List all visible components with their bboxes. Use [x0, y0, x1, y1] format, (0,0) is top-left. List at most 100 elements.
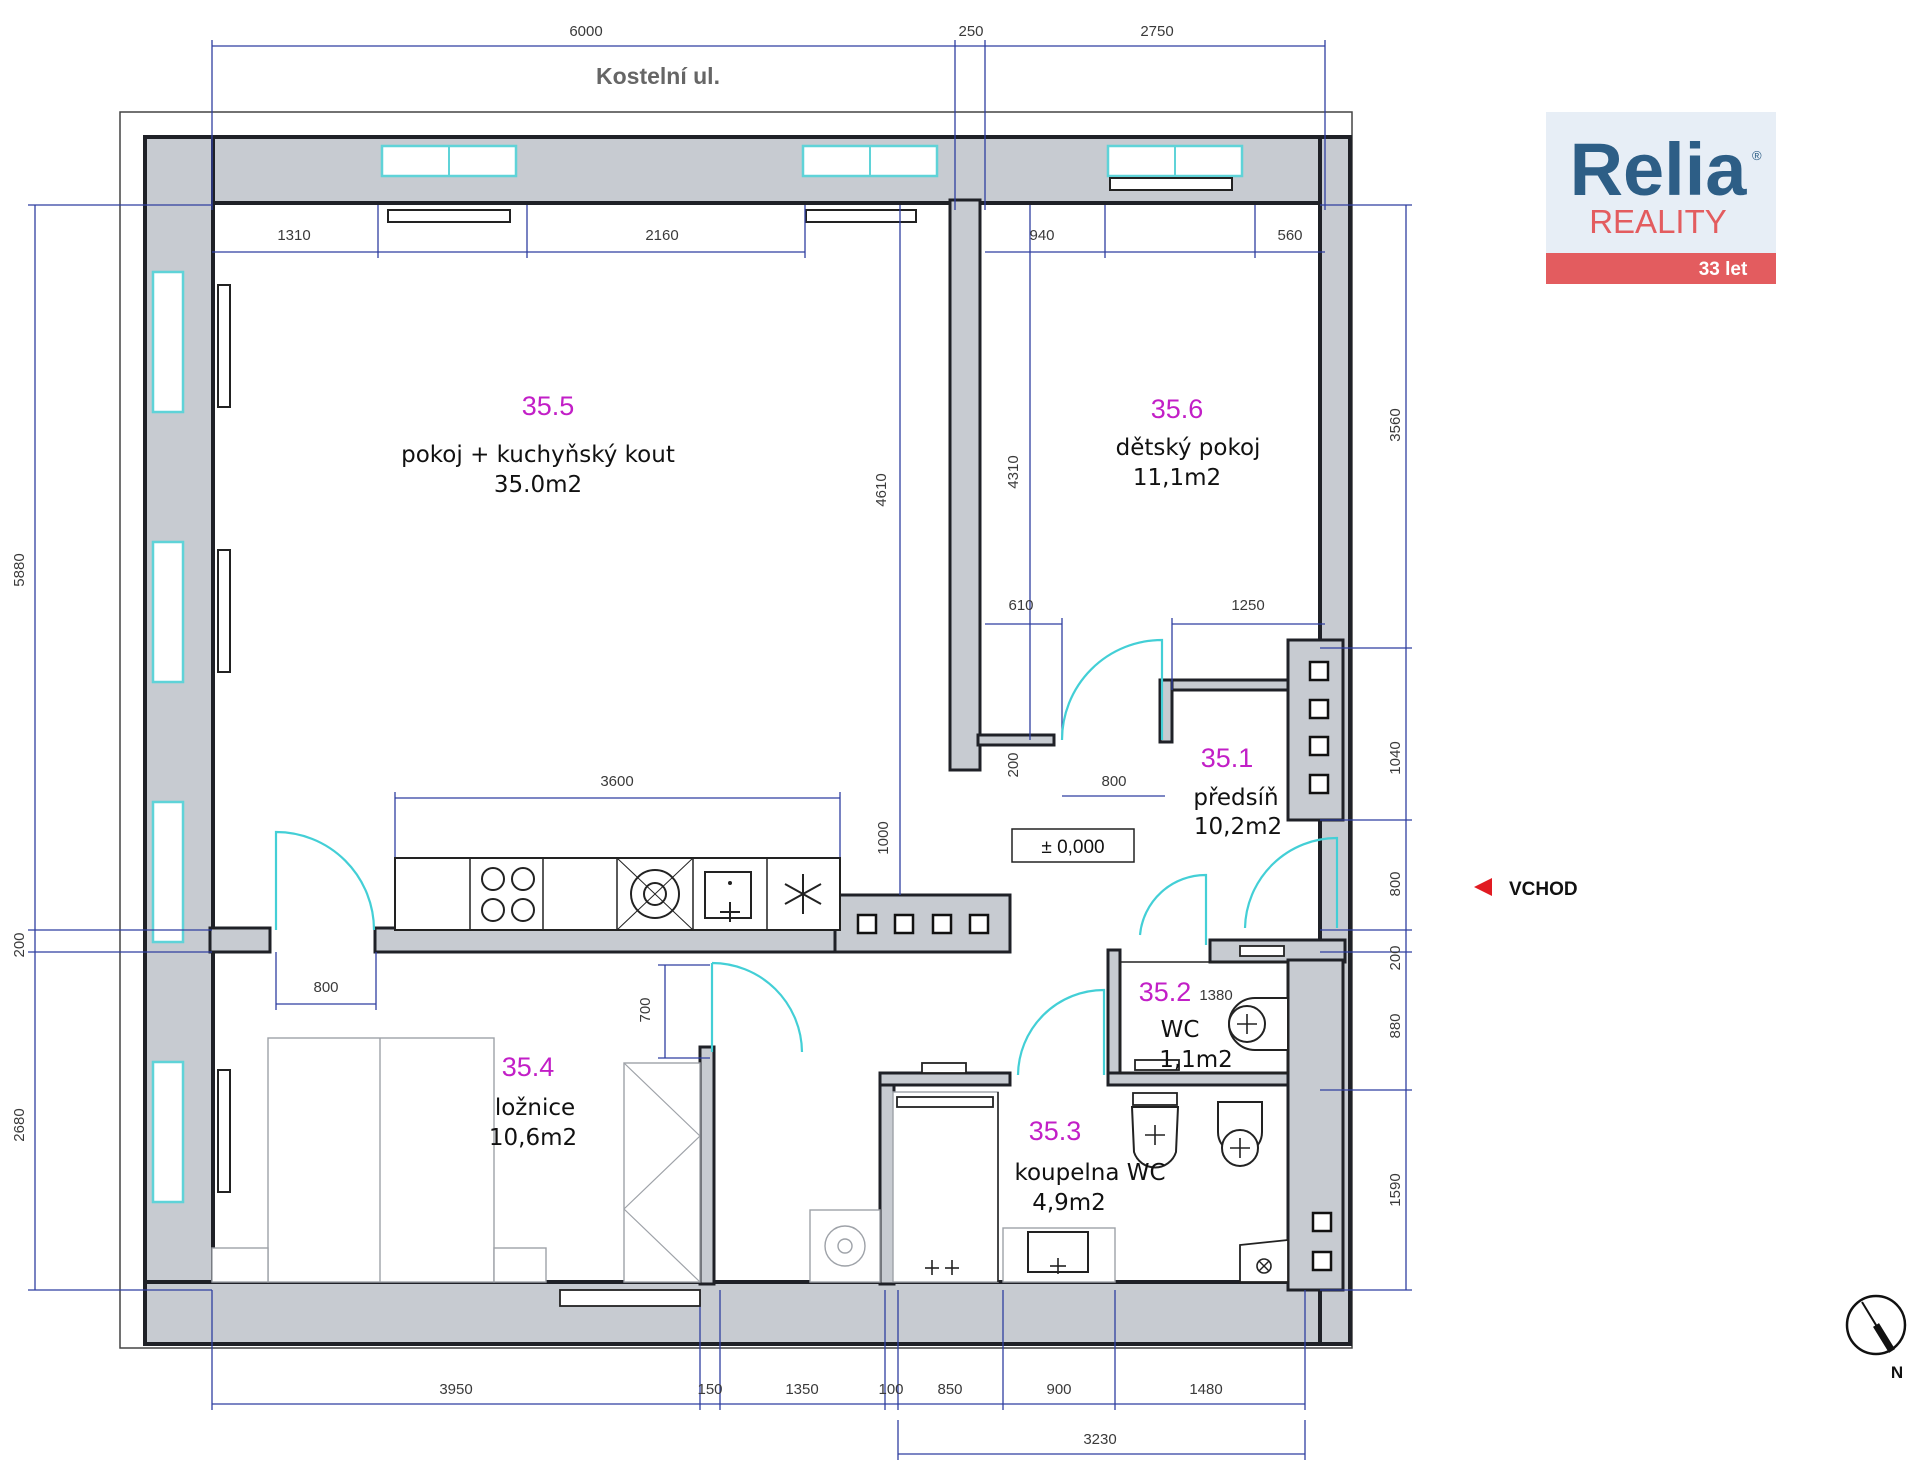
- dim-right-2: 1040: [1387, 741, 1404, 774]
- hall-shelf: [1239, 945, 1285, 957]
- furniture: [211, 945, 1289, 1307]
- bathroom-top-wall-left: [878, 1071, 1012, 1087]
- nightstand-right: [493, 1247, 547, 1283]
- room-area-35-1: 10,2m2: [1194, 814, 1282, 840]
- dim-bottom-total: 3230: [1083, 1431, 1116, 1448]
- dim-inner-1380: 1380: [1199, 987, 1232, 1004]
- relia-logo: Relia ® REALITY 33 let: [1546, 112, 1776, 284]
- cooktop-icon: [481, 867, 535, 922]
- dim-right-3: 800: [1387, 871, 1404, 896]
- dishwasher-icon: [704, 871, 752, 922]
- bathroom-shelf: [921, 1062, 967, 1074]
- room-id-35-4: 35.4: [502, 1052, 555, 1082]
- boiler-icon: [1239, 1239, 1289, 1283]
- window-sill-left-2: [217, 549, 231, 673]
- dim-bottom-7: 1480: [1189, 1381, 1222, 1398]
- window-sill-2: [805, 209, 917, 223]
- dim-top-1: 6000: [569, 23, 602, 40]
- dim-bottom-5: 850: [937, 1381, 962, 1398]
- room-name-35-5: pokoj + kuchyňský kout: [401, 442, 675, 468]
- door-kid-room: [1060, 638, 1164, 741]
- nightstand-left: [211, 1247, 269, 1283]
- shower-drain-icon: [925, 1260, 959, 1275]
- room-name-35-4: ložnice: [495, 1095, 575, 1121]
- shaft-square: [1308, 735, 1330, 757]
- room-id-35-2: 35.2: [1139, 977, 1192, 1007]
- washing-machine: [809, 1209, 881, 1283]
- bottom-wall: [143, 1280, 1351, 1346]
- room-name-35-1: předsíň: [1193, 785, 1278, 811]
- sink-icon: [616, 857, 694, 931]
- shower: [892, 1091, 999, 1283]
- dim-inner-200: 200: [1005, 752, 1022, 777]
- dim-right-1: 3560: [1387, 408, 1404, 441]
- doors: [274, 638, 1339, 1076]
- shaft-square: [1308, 698, 1330, 720]
- partition-wall-kitchen-kid: [948, 198, 982, 772]
- room-area-35-5: 35.0m2: [494, 472, 582, 498]
- room-id-35-6: 35.6: [1151, 394, 1204, 424]
- dim-inner-4310: 4310: [1005, 455, 1022, 488]
- shaft-square: [1308, 773, 1330, 795]
- logo-band: [1546, 253, 1776, 284]
- window-left-3: [151, 800, 185, 944]
- wc-bottom-wall: [1106, 1071, 1292, 1087]
- bedroom-right-wall: [698, 1045, 716, 1286]
- door-bedroom: [274, 830, 376, 931]
- north-label: N: [1891, 1363, 1903, 1382]
- partition-wall-bedroom-left: [208, 926, 272, 954]
- door-bathroom: [1016, 988, 1106, 1076]
- toilet-icon: [1217, 1101, 1263, 1167]
- dim-top-2: 250: [958, 23, 983, 40]
- dim-right-6: 1590: [1387, 1173, 1404, 1206]
- dim-right-4: 200: [1387, 945, 1404, 970]
- shaft-square: [893, 913, 915, 935]
- door-entrance: [1243, 836, 1339, 929]
- dim-left-3: 2680: [11, 1108, 28, 1141]
- snowflake-icon: [784, 874, 822, 914]
- window-sill-left-4: [217, 1069, 231, 1193]
- dim-top-3: 2750: [1140, 23, 1173, 40]
- level-marker-box: [1011, 828, 1135, 863]
- shaft-square: [856, 913, 878, 935]
- bedroom-radiator: [559, 1289, 701, 1307]
- wc-toilet-icon: [1228, 997, 1289, 1051]
- dim-inner-800-a: 800: [1101, 773, 1126, 790]
- level-marker: ± 0,000: [1041, 837, 1104, 858]
- window-sill-left-1: [217, 284, 231, 408]
- dim-inner-700: 700: [637, 997, 654, 1022]
- dim-inner-610: 610: [1008, 597, 1033, 614]
- wc-left-wall: [1106, 948, 1122, 1087]
- partition-wall-bedroom: [373, 926, 837, 954]
- room-name-35-6: dětský pokoj: [1116, 435, 1261, 461]
- logo-years-text: 33 let: [1699, 259, 1748, 280]
- room-id-35-3: 35.3: [1029, 1116, 1082, 1146]
- north-arrow-icon: [1845, 1294, 1907, 1356]
- shaft-square: [1311, 1250, 1333, 1272]
- room-name-35-2: WC: [1161, 1017, 1200, 1043]
- window-sill-3: [1109, 177, 1233, 191]
- dim-right-5: 880: [1387, 1013, 1404, 1038]
- logo-sub-text: REALITY: [1589, 203, 1727, 240]
- dim-inner-800-b: 800: [313, 979, 338, 996]
- window-left-2: [151, 540, 185, 684]
- dim-inner-560: 560: [1277, 227, 1302, 244]
- shaft-square: [968, 913, 990, 935]
- dim-inner-3600: 3600: [600, 773, 633, 790]
- room-area-35-2: 1,1m2: [1159, 1047, 1233, 1073]
- bidet-icon: [1130, 1092, 1180, 1169]
- dimension-labels: 6000 250 2750 5880 200 2680 3560 1040 80…: [11, 23, 1404, 1448]
- kid-room-bottom-wall-left: [976, 733, 1056, 747]
- dim-inner-1310: 1310: [277, 227, 310, 244]
- room-area-35-4: 10,6m2: [489, 1125, 577, 1151]
- room-area-35-3: 4,9m2: [1032, 1190, 1106, 1216]
- bathroom-right-block: [1286, 958, 1345, 1292]
- door-bedroom-closet: [710, 961, 804, 1053]
- door-wc: [1138, 873, 1208, 945]
- dim-inner-4610: 4610: [873, 473, 890, 506]
- kitchen-counter: [394, 660, 1333, 1272]
- shaft-square: [1311, 1211, 1333, 1233]
- dim-bottom-6: 900: [1046, 1381, 1071, 1398]
- entrance-label: VCHOD: [1509, 879, 1578, 900]
